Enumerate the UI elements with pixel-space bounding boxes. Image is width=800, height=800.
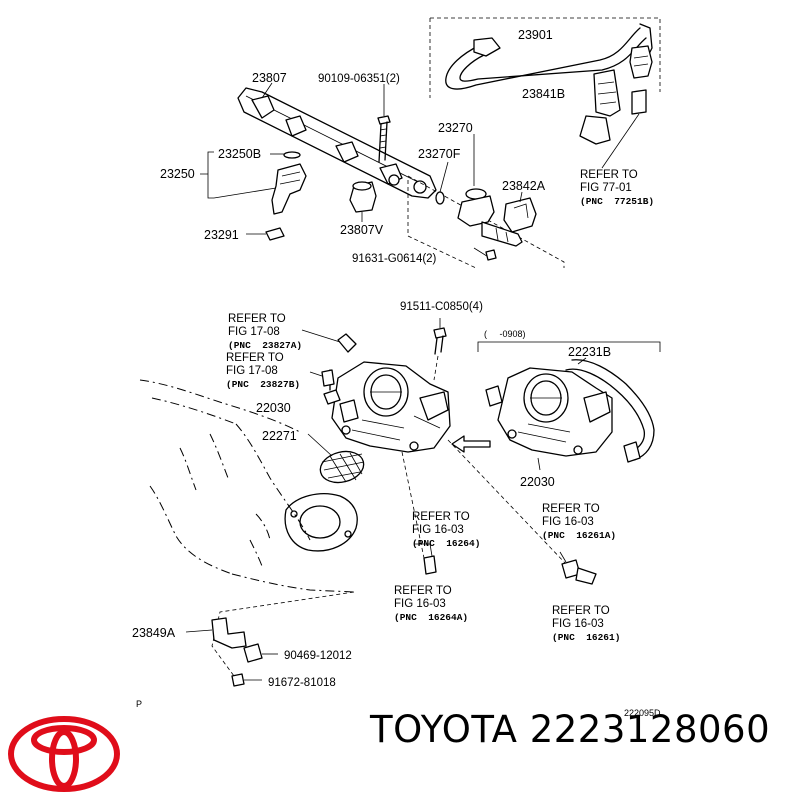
- label-91631: 91631-G0614(2): [352, 253, 437, 265]
- ref-line1: REFER TO: [542, 503, 600, 515]
- ref-pnc: (PNC 16264): [412, 538, 480, 549]
- label-23270: 23270: [438, 121, 473, 135]
- label-22030-right: 22030: [520, 475, 555, 489]
- ref-line1: REFER TO: [580, 169, 638, 181]
- ref-line1: REFER TO: [552, 605, 610, 617]
- ref-16-03-16264a: REFER TO FIG 16-03 (PNC 16264A): [394, 585, 468, 623]
- fuel-hose-group: [429, 17, 661, 98]
- o-ring-23291: [246, 227, 285, 241]
- label-23270f: 23270F: [418, 147, 461, 161]
- ref-16-03-16264: REFER TO FIG 16-03 (PNC 16264): [412, 511, 480, 549]
- ref-line2: FIG 17-08: [228, 326, 280, 338]
- part-labels: 23901 23807 90109-06351(2) 23841B 23270 …: [132, 28, 661, 718]
- ref-line1: REFER TO: [228, 313, 286, 325]
- label-90109: 90109-06351(2): [318, 73, 400, 85]
- label-23250b: 23250B: [218, 147, 261, 161]
- range-note: ( -0908): [484, 329, 526, 339]
- gasket-22271: [307, 433, 365, 484]
- ref-pnc: (PNC 23827B): [226, 379, 300, 390]
- ref-pnc: (PNC 16261): [552, 632, 620, 643]
- label-22030-left: 22030: [256, 401, 291, 415]
- hose-stubs: [301, 329, 357, 387]
- ref-16-03-16261: REFER TO FIG 16-03 (PNC 16261): [552, 605, 620, 643]
- label-91511: 91511-C0850(4): [400, 301, 483, 313]
- damper-23842a: [503, 191, 537, 233]
- pressure-regulator-23270: [407, 134, 565, 269]
- ref-line1: REFER TO: [226, 352, 284, 364]
- throttle-body-left: [323, 361, 451, 453]
- page-marker: P: [136, 699, 142, 709]
- hose-clip-23841b: [579, 69, 647, 169]
- label-22231b: 22231B: [568, 345, 611, 359]
- ref-pnc: (PNC 16261A): [542, 530, 616, 541]
- manifold-gasket: [284, 493, 358, 552]
- lower-hoses: [401, 439, 597, 585]
- ref-line1: REFER TO: [412, 511, 470, 523]
- label-23901: 23901: [518, 28, 553, 42]
- diagram-id: 222095D: [624, 708, 661, 718]
- toyota-emblem-icon: [8, 716, 120, 792]
- sensor-23849a: [185, 591, 355, 687]
- label-23807v: 23807V: [340, 223, 384, 237]
- label-23841b: 23841B: [522, 87, 565, 101]
- ref-line2: FIG 16-03: [412, 524, 464, 536]
- label-22271: 22271: [262, 429, 297, 443]
- label-23849a: 23849A: [132, 626, 176, 640]
- ref-pnc: (PNC 23827A): [228, 340, 302, 351]
- ref-line2: FIG 16-03: [552, 618, 604, 630]
- throttle-body-right: [477, 341, 661, 471]
- ref-pnc: (PNC 16264A): [394, 612, 468, 623]
- bolt-90109: [377, 84, 391, 163]
- label-23807: 23807: [252, 71, 287, 85]
- ref-line1: REFER TO: [394, 585, 452, 597]
- fuel-rail-23807: [237, 82, 437, 199]
- ref-line2: FIG 77-01: [580, 182, 632, 194]
- ref-pnc: (PNC 77251B): [580, 196, 654, 207]
- label-23291: 23291: [204, 228, 239, 242]
- insulator-23807v: [349, 181, 377, 222]
- label-23250: 23250: [160, 167, 195, 181]
- hose-22231b: [565, 357, 655, 463]
- intake-manifold-outline: [139, 379, 355, 593]
- ref-line2: FIG 16-03: [542, 516, 594, 528]
- bolt-91511: [433, 318, 447, 381]
- ref-17-08-a: REFER TO FIG 17-08 (PNC 23827A): [228, 313, 302, 351]
- label-91672: 91672-81018: [268, 677, 336, 689]
- ref-17-08-b: REFER TO FIG 17-08 (PNC 23827B): [226, 352, 300, 390]
- ref-16-03-16261a: REFER TO FIG 16-03 (PNC 16261A): [542, 503, 616, 541]
- ref-line2: FIG 17-08: [226, 365, 278, 377]
- injector-23250: [200, 151, 307, 215]
- label-23842a: 23842A: [502, 179, 546, 193]
- direction-arrow-icon: [451, 435, 491, 453]
- brand-part-number: TOYOTA 2223128060: [370, 708, 771, 751]
- ref-77-01: REFER TO FIG 77-01 (PNC 77251B): [580, 169, 654, 207]
- label-90469: 90469-12012: [284, 650, 352, 662]
- ref-line2: FIG 16-03: [394, 598, 446, 610]
